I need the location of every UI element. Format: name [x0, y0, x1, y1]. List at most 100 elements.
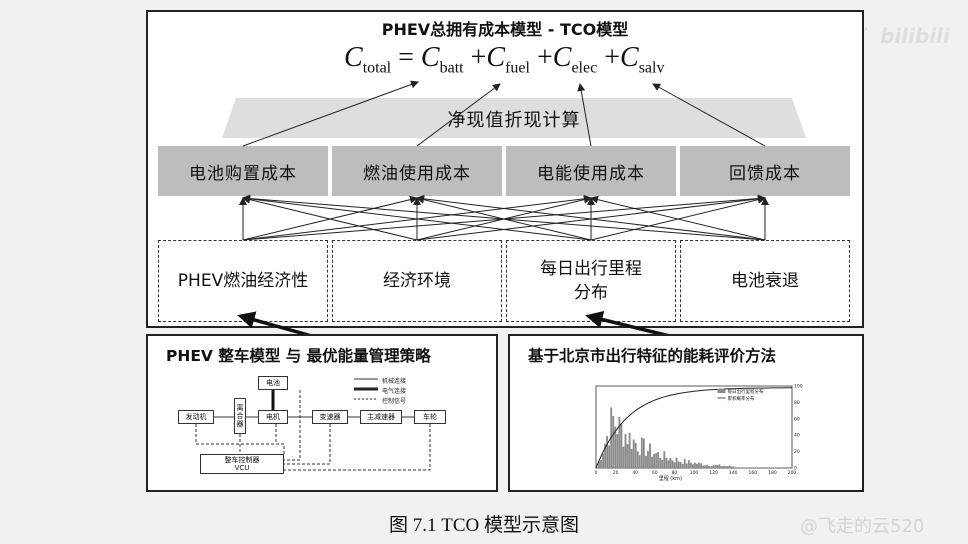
factor-node-fuel-economy: PHEV燃油经济性: [158, 240, 328, 322]
histogram-bar: [632, 439, 635, 468]
histogram-bar: [659, 457, 662, 468]
block-wheel: 车轮: [414, 410, 446, 424]
x-axis-label: 里程 (km): [659, 475, 682, 482]
histogram-bar: [687, 460, 690, 468]
histogram-bar: [618, 416, 621, 468]
histogram-bar: [614, 426, 617, 468]
formula-c-batt: Cbatt: [420, 42, 464, 77]
histogram-bar: [669, 457, 672, 468]
figure-caption: 图 7.1 TCO 模型示意图: [388, 515, 579, 536]
vehicle-connections: [195, 390, 431, 471]
histogram-bar: [675, 457, 678, 468]
histogram-bar: [714, 464, 717, 468]
histogram-bar: [730, 466, 733, 468]
block-battery: 电池: [258, 376, 288, 390]
x-tick-label: 80: [672, 470, 678, 476]
histogram-bar: [696, 463, 698, 468]
legend-histogram-label: 每日出行里程分布: [728, 388, 764, 395]
x-tick-label: 180: [768, 470, 777, 476]
y-right-tick-label: 80: [794, 400, 800, 406]
block-final-drive: 主减速器: [360, 410, 402, 424]
histogram-bar: [600, 460, 602, 468]
histogram-bar: [720, 466, 723, 468]
histogram-bar: [647, 450, 649, 468]
weibo-watermark: @飞走的云520: [800, 516, 925, 537]
y-right-tick-label: 60: [794, 416, 800, 422]
histogram-bar: [667, 460, 670, 468]
histogram-bar: [616, 434, 619, 468]
histogram-bar: [620, 424, 623, 468]
block-motor: 电机: [258, 410, 288, 424]
histogram-bar: [702, 465, 705, 468]
formula-c-elec: Celec: [552, 42, 598, 77]
y-right-tick-label: 100: [794, 384, 803, 390]
histogram-bar: [689, 462, 692, 468]
histogram-bar: [622, 446, 625, 468]
histogram-bar: [673, 462, 676, 468]
histogram-bar: [602, 453, 604, 468]
histogram-bar: [624, 434, 627, 468]
formula-c-fuel: Cfuel: [486, 42, 530, 77]
histogram-bar: [598, 461, 600, 468]
histogram-bar: [700, 463, 702, 468]
histogram-bar: [722, 465, 725, 468]
histogram-bar: [612, 416, 615, 468]
histogram-bar: [640, 437, 643, 468]
histogram-bar: [608, 445, 611, 468]
histogram-bar: [661, 459, 664, 468]
factor-node-daily-mileage: 每日出行里程 分布: [506, 240, 676, 322]
block-vcu: 整车控制器 VCU: [200, 454, 284, 474]
cost-node-electricity: 电能使用成本: [506, 146, 676, 196]
legend-mechanical: 机械连接: [382, 378, 407, 385]
tco-panel-title: PHEV总拥有成本模型 - TCO模型: [381, 20, 629, 39]
histogram-bar: [681, 463, 684, 468]
vehicle-model-panel: PHEV 整车模型 与 最优能量管理策略 电池 发动机 离合器 电机 变速器 主…: [146, 334, 498, 492]
histogram-bar: [726, 466, 729, 468]
y-right-tick-label: 20: [794, 449, 800, 455]
npv-label: 净现值折现计算: [447, 110, 581, 131]
cost-node-fuel: 燃油使用成本: [332, 146, 502, 196]
histogram-bar: [628, 432, 631, 468]
x-tick-label: 200: [788, 470, 797, 476]
histogram-bar: [655, 452, 658, 468]
histogram-bar: [728, 465, 731, 468]
tco-arrows: [239, 80, 769, 241]
histogram-bar: [691, 464, 694, 468]
histogram-bar: [626, 444, 629, 468]
cost-node-battery: 电池购置成本: [158, 146, 328, 196]
formula-c-salv: Csalv: [620, 42, 665, 77]
vehicle-model-title: PHEV 整车模型 与 最优能量管理策略: [166, 347, 431, 365]
histogram-bar: [708, 466, 711, 468]
histogram-bar: [653, 453, 656, 468]
histogram-bar: [651, 456, 653, 468]
histogram-bar: [718, 464, 721, 468]
block-clutch: 离合器: [234, 398, 246, 434]
energy-evaluation-title: 基于北京市出行特征的能耗评价方法: [528, 347, 777, 365]
block-engine: 发动机: [178, 410, 214, 424]
histogram-bar: [645, 455, 647, 468]
tco-formula: Ctotal = Cbatt +Cfuel +Celec +Csalv: [344, 42, 665, 77]
tco-panel: PHEV总拥有成本模型 - TCO模型 Ctotal = Cbatt +Cfue…: [146, 10, 864, 328]
vehicle-legend-lines: [354, 378, 378, 400]
histogram-bar: [636, 451, 639, 468]
x-tick-label: 0: [595, 470, 598, 476]
x-tick-label: 140: [729, 470, 738, 476]
histogram-bar: [704, 465, 707, 468]
histogram-bar: [716, 465, 719, 468]
histogram-bar: [706, 464, 709, 468]
histogram-bar: [642, 438, 645, 468]
histogram-bar: [724, 465, 727, 468]
x-tick-label: 120: [709, 470, 718, 476]
y-right-tick-label: 40: [794, 433, 800, 439]
histogram-bar: [638, 455, 641, 468]
histogram-bar: [604, 444, 607, 468]
histogram-bar: [671, 460, 674, 468]
legend-electrical: 电气连接: [382, 388, 407, 395]
histogram-bar: [663, 451, 666, 468]
y-right-tick-label: 0: [794, 466, 797, 472]
histogram-bar: [657, 452, 660, 468]
legend-control: 控制信号: [382, 398, 407, 405]
histogram-bar: [649, 443, 651, 468]
histogram-bar: [665, 457, 668, 468]
